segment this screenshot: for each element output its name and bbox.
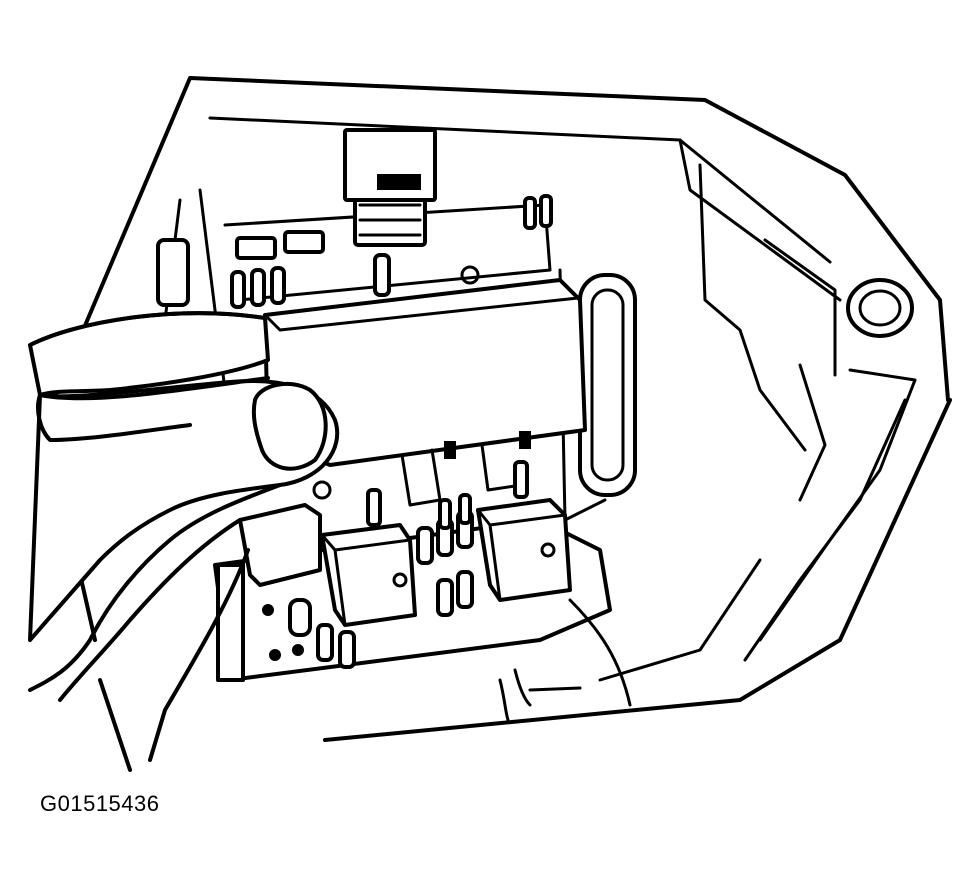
hand-icon: [28, 311, 340, 762]
fuse-block-upper: [156, 128, 553, 309]
fuse-icon: [416, 493, 474, 617]
grommet-icon: [846, 278, 914, 338]
relay-icon: [238, 460, 572, 627]
figure-id-label: G01515436: [40, 791, 160, 816]
lower-trim: [498, 558, 762, 722]
